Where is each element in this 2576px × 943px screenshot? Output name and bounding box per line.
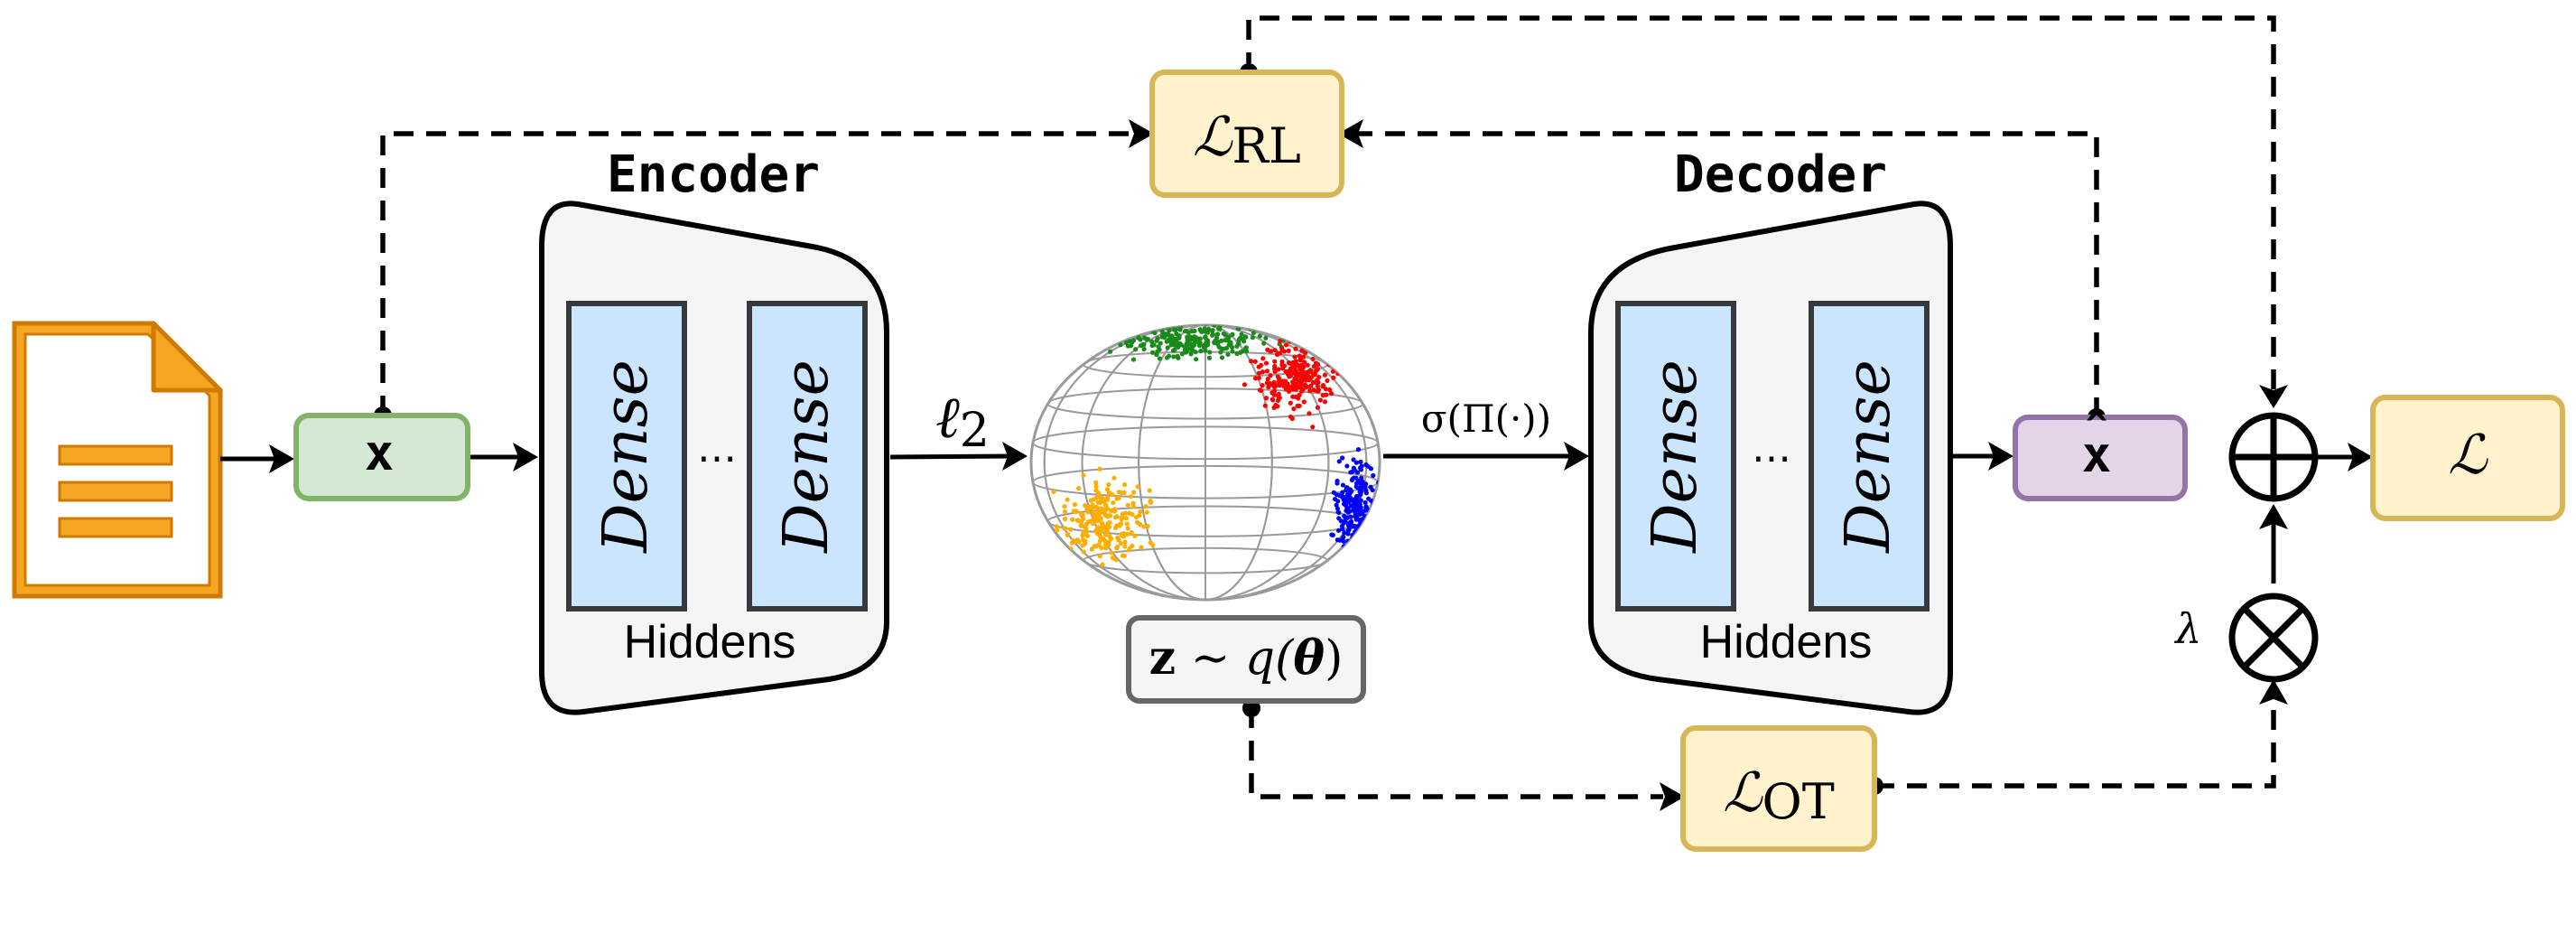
encoder-hiddens-label: Hiddens <box>624 616 796 668</box>
sum-icon <box>2228 412 2319 502</box>
dashed-lrl-to-sum <box>1246 15 2276 396</box>
decoder-title: Decoder <box>1674 145 1887 204</box>
encoder-dense-layer-2 <box>747 301 868 612</box>
projection-label: σ(Π(·)) <box>1421 397 1551 441</box>
solid-arrows <box>220 442 2373 584</box>
decoder-dense-layer-2 <box>1809 301 1930 612</box>
encoder-title: Encoder <box>607 145 820 204</box>
decoder-block: Decoder Dense ⋯ Dense Hiddens <box>1588 145 1953 715</box>
loss-rl-node: ℒRL <box>1149 70 1344 198</box>
decoder-hiddens-label: Hiddens <box>1700 616 1873 668</box>
l2-label: ℓ2 <box>935 385 990 458</box>
reconstruction-node: x ^ <box>2013 405 2188 501</box>
encoder-dense-label-2: Dense <box>771 359 842 555</box>
product-icon <box>2228 593 2319 683</box>
input-node: x <box>293 413 470 501</box>
sphere-icon <box>1029 323 1381 602</box>
decoder-dense-label-2: Dense <box>1833 359 1904 555</box>
input-x-label: x <box>365 425 395 481</box>
loss-ot-label: ℒOT <box>1723 761 1835 830</box>
encoder-block: Encoder Dense ⋯ Dense Hiddens <box>539 145 889 715</box>
total-loss-label: ℒ <box>2448 424 2488 487</box>
latent-z-node: z ∼ q(θ) <box>1126 615 1366 704</box>
dashed-connections <box>380 15 2276 799</box>
loss-rl-label: ℒRL <box>1193 106 1301 174</box>
encoder-ellipsis: ⋯ <box>697 435 737 481</box>
decoder-dense-label-1: Dense <box>1640 359 1711 555</box>
total-loss-node: ℒ <box>2370 395 2565 521</box>
encoder-dense-layer-1 <box>566 301 687 612</box>
dashed-lot-to-product <box>1874 696 2276 789</box>
decoder-ellipsis: ⋯ <box>1752 435 1791 481</box>
document-icon <box>12 321 223 599</box>
reconstruction-x-label: x <box>2082 426 2112 483</box>
decoder-dense-layer-1 <box>1615 301 1736 612</box>
latent-z-label: z ∼ q(θ) <box>1149 630 1344 686</box>
encoder-dense-label-1: Dense <box>591 359 662 555</box>
dashed-z-to-lot <box>1249 708 1663 799</box>
lambda-label: λ <box>2173 604 2201 653</box>
reconstruction-hat: ^ <box>2086 405 2107 446</box>
loss-ot-node: ℒOT <box>1680 725 1877 852</box>
dashed-x-to-lrl <box>380 131 1138 415</box>
